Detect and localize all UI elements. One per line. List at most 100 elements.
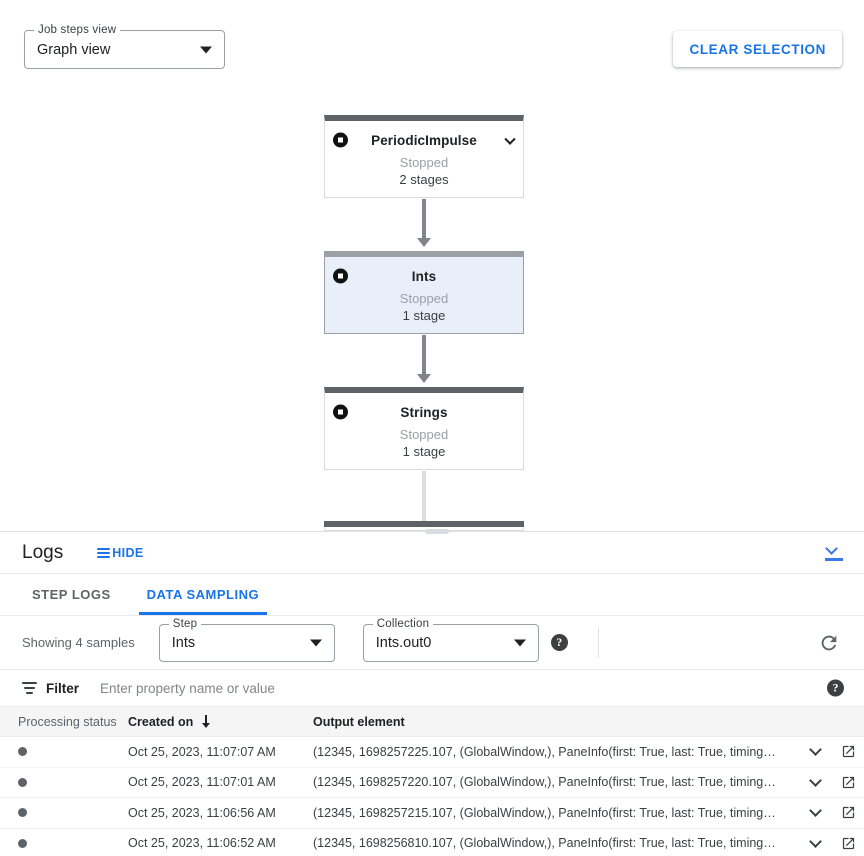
chevron-down-icon[interactable]: [309, 639, 322, 646]
chevron-down-icon[interactable]: [798, 743, 832, 757]
collection-label: Collection: [372, 616, 434, 631]
job-steps-view-value: Graph view: [37, 41, 111, 58]
logs-header: Logs HIDE: [0, 532, 864, 574]
graph-edge-arrow-2: [417, 374, 431, 383]
graph-node-stages: 1 stage: [402, 444, 446, 459]
collection-field[interactable]: Collection Ints.out0: [362, 616, 539, 662]
open-in-new-icon[interactable]: [832, 775, 864, 790]
graph-node-title: Strings: [400, 404, 448, 420]
graph-node-header: Ints: [325, 262, 523, 290]
cell-processing-status: [0, 747, 128, 757]
chevron-down-icon[interactable]: [504, 133, 516, 145]
controls-divider: [598, 628, 599, 658]
job-graph-panel: Job steps view Graph view CLEAR SELECTIO…: [24, 23, 842, 531]
stop-icon: [333, 132, 348, 148]
graph-edge-2: [422, 335, 426, 377]
collapse-panel-icon[interactable]: [822, 541, 846, 565]
tab-data-sampling[interactable]: DATA SAMPLING: [129, 574, 277, 615]
column-header-output-element[interactable]: Output element: [313, 714, 405, 729]
cell-created-on: Oct 25, 2023, 11:07:01 AM: [128, 775, 276, 790]
table-row[interactable]: Oct 25, 2023, 11:06:56 AM (12345, 169825…: [0, 798, 864, 829]
open-in-new-icon[interactable]: [832, 836, 864, 851]
graph-node-header: Strings: [325, 398, 523, 426]
panel-resize-handle[interactable]: [425, 529, 449, 534]
chevron-down-icon[interactable]: [200, 46, 212, 53]
clear-selection-button[interactable]: CLEAR SELECTION: [673, 31, 842, 67]
logs-title: Logs: [22, 541, 64, 563]
table-row[interactable]: Oct 25, 2023, 11:06:52 AM (12345, 169825…: [0, 829, 864, 856]
graph-node-next-partial-body: [324, 527, 524, 531]
graph-node-periodicimpulse[interactable]: PeriodicImpulse Stopped 2 stages: [324, 115, 524, 198]
chevron-down-icon[interactable]: [798, 804, 832, 818]
cell-output-element: (12345, 1698257220.107, (GlobalWindow,),…: [313, 775, 776, 790]
cell-created-on: Oct 25, 2023, 11:07:07 AM: [128, 744, 276, 759]
hide-button[interactable]: HIDE: [97, 546, 143, 560]
collection-value: Ints.out0: [375, 634, 432, 651]
stop-icon: [333, 404, 348, 420]
cell-processing-status: [0, 777, 128, 787]
status-dot-icon: [18, 808, 27, 818]
graph-node-status: Stopped: [399, 291, 449, 306]
cell-processing-status: [0, 808, 128, 818]
graph-node-title: Ints: [411, 268, 437, 284]
graph-node-stages: 2 stages: [399, 172, 449, 187]
sampling-controls: Showing 4 samples Step Ints Collection I…: [0, 616, 864, 669]
graph-node-ints[interactable]: Ints Stopped 1 stage: [324, 251, 524, 334]
table-row[interactable]: Oct 25, 2023, 11:07:01 AM (12345, 169825…: [0, 768, 864, 798]
column-header-created-on[interactable]: Created on: [128, 715, 313, 729]
open-in-new-icon[interactable]: [832, 805, 864, 820]
open-in-new-icon[interactable]: [832, 744, 864, 759]
cell-output-element: (12345, 1698257215.107, (GlobalWindow,),…: [313, 805, 776, 820]
graph-node-strings[interactable]: Strings Stopped 1 stage: [324, 387, 524, 470]
graph-edge-1: [422, 199, 426, 241]
graph-edge-arrow-1: [417, 238, 431, 247]
samples-table: Processing status Created on Output elem…: [0, 707, 864, 856]
column-header-processing-status[interactable]: Processing status: [18, 714, 117, 729]
step-field[interactable]: Step Ints: [158, 616, 335, 662]
graph-node-status: Stopped: [399, 427, 449, 442]
stop-icon: [333, 268, 348, 284]
help-icon[interactable]: ?: [550, 634, 568, 651]
chevron-down-shape: [825, 541, 838, 555]
cell-created-on: Oct 25, 2023, 11:06:52 AM: [128, 836, 276, 851]
filter-icon: [22, 682, 37, 694]
help-icon[interactable]: ?: [827, 679, 844, 697]
collapse-bar-shape: [825, 557, 843, 561]
job-steps-view-select[interactable]: Job steps view Graph view: [24, 23, 225, 69]
tab-step-logs[interactable]: STEP LOGS: [32, 587, 111, 602]
status-dot-icon: [18, 777, 27, 787]
list-icon: [97, 547, 111, 558]
step-select[interactable]: Step Ints: [158, 616, 335, 662]
cell-output-element: (12345, 1698257225.107, (GlobalWindow,),…: [313, 744, 776, 759]
hide-button-label: HIDE: [112, 545, 144, 560]
cell-created-on: Oct 25, 2023, 11:06:56 AM: [128, 805, 276, 820]
graph-node-stages: 1 stage: [402, 308, 446, 323]
refresh-icon[interactable]: [818, 632, 840, 654]
collection-select[interactable]: Collection Ints.out0: [362, 616, 539, 662]
chevron-down-icon[interactable]: [798, 834, 832, 848]
table-header-row: Processing status Created on Output elem…: [0, 707, 864, 737]
column-header-created-on-label: Created on: [128, 714, 194, 729]
logs-tabs: STEP LOGS DATA SAMPLING: [0, 574, 864, 616]
showing-samples-text: Showing 4 samples: [22, 635, 135, 650]
graph-node-status: Stopped: [399, 155, 449, 170]
status-dot-icon: [18, 747, 27, 757]
job-steps-view-label: Job steps view: [34, 23, 121, 37]
step-value: Ints: [171, 634, 196, 651]
cell-processing-status: [0, 838, 128, 848]
graph-node-header: PeriodicImpulse: [325, 126, 523, 154]
table-row[interactable]: Oct 25, 2023, 11:07:07 AM (12345, 169825…: [0, 737, 864, 768]
job-steps-view-field[interactable]: Job steps view Graph view: [24, 23, 225, 69]
cell-output-element: (12345, 1698256810.107, (GlobalWindow,),…: [313, 836, 776, 851]
graph-node-next-partial[interactable]: [324, 521, 524, 527]
logs-panel: Logs HIDE STEP LOGS DATA SAMPLING Showin…: [0, 531, 864, 856]
chevron-down-icon[interactable]: [513, 639, 526, 646]
filter-row: Filter ?: [0, 669, 864, 707]
step-label: Step: [168, 616, 202, 631]
graph-node-title: PeriodicImpulse: [371, 132, 477, 148]
filter-label: Filter: [46, 680, 80, 696]
sort-descending-icon[interactable]: [201, 715, 211, 728]
chevron-down-icon[interactable]: [798, 773, 832, 787]
graph-edge-3: [422, 471, 426, 523]
filter-input[interactable]: [100, 680, 661, 696]
